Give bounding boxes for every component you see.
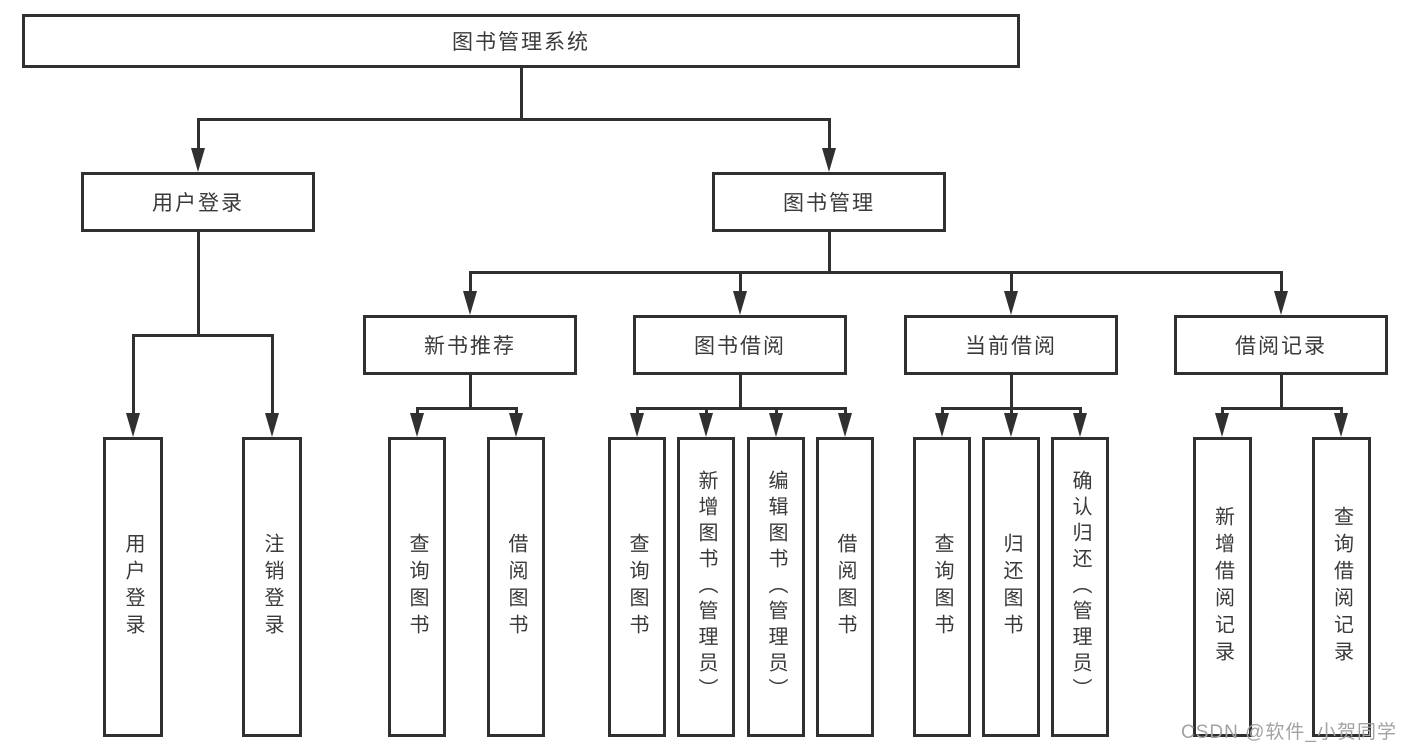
arrow-down-icon xyxy=(509,413,523,437)
connector-line xyxy=(469,375,472,407)
leaf-edit-books-admin: 编辑图书（管理员） xyxy=(747,437,805,737)
connector-line xyxy=(132,334,274,337)
connector-line xyxy=(1010,271,1013,293)
arrow-down-icon xyxy=(838,413,852,437)
connector-line xyxy=(197,232,200,334)
connector-line xyxy=(416,407,518,410)
arrow-down-icon xyxy=(733,291,747,315)
node-current-borrowing: 当前借阅 xyxy=(904,315,1118,375)
leaf-confirm-return-admin: 确认归还（管理员） xyxy=(1051,437,1109,737)
connector-line xyxy=(941,407,944,416)
node-new-book-recommend: 新书推荐 xyxy=(363,315,577,375)
arrow-down-icon xyxy=(822,148,836,172)
arrow-down-icon xyxy=(265,413,279,437)
connector-line xyxy=(1221,407,1224,416)
node-library-management-system: 图书管理系统 xyxy=(22,14,1020,68)
connector-line xyxy=(636,407,639,416)
connector-line xyxy=(775,407,778,416)
arrow-down-icon xyxy=(1334,413,1348,437)
connector-line xyxy=(515,407,518,416)
arrow-down-icon xyxy=(126,413,140,437)
node-user-login: 用户登录 xyxy=(81,172,315,232)
leaf-query-borrow-record: 查询借阅记录 xyxy=(1312,437,1371,737)
leaf-add-books-admin: 新增图书（管理员） xyxy=(677,437,735,737)
leaf-user-login: 用户登录 xyxy=(103,437,163,737)
connector-line xyxy=(271,334,274,416)
leaf-query-books-current: 查询图书 xyxy=(913,437,971,737)
leaf-return-books: 归还图书 xyxy=(982,437,1040,737)
connector-line xyxy=(132,334,135,416)
arrow-down-icon xyxy=(769,413,783,437)
arrow-down-icon xyxy=(410,413,424,437)
connector-line xyxy=(469,271,1282,274)
connector-line xyxy=(197,118,831,121)
arrow-down-icon xyxy=(191,148,205,172)
connector-line xyxy=(636,407,847,410)
arrow-down-icon xyxy=(1215,413,1229,437)
connector-line xyxy=(1221,407,1343,410)
connector-line xyxy=(1280,271,1283,293)
arrow-down-icon xyxy=(463,291,477,315)
connector-line xyxy=(739,375,742,407)
connector-line xyxy=(828,118,831,152)
connector-line xyxy=(844,407,847,416)
node-book-borrowing: 图书借阅 xyxy=(633,315,847,375)
arrow-down-icon xyxy=(630,413,644,437)
arrow-down-icon xyxy=(1073,413,1087,437)
connector-line xyxy=(739,271,742,293)
connector-line xyxy=(1340,407,1343,416)
leaf-borrow-books-recommend: 借阅图书 xyxy=(487,437,545,737)
leaf-add-borrow-record: 新增借阅记录 xyxy=(1193,437,1252,737)
connector-line xyxy=(828,232,831,271)
connector-line xyxy=(1280,375,1283,407)
node-borrowing-records: 借阅记录 xyxy=(1174,315,1388,375)
connector-line xyxy=(1010,407,1013,416)
leaf-logout: 注销登录 xyxy=(242,437,302,737)
connector-line xyxy=(416,407,419,416)
csdn-watermark: CSDN @软件_小贺同学 xyxy=(1181,722,1397,743)
arrow-down-icon xyxy=(1274,291,1288,315)
arrow-down-icon xyxy=(1004,291,1018,315)
connector-line xyxy=(197,118,200,152)
leaf-query-books-recommend: 查询图书 xyxy=(388,437,446,737)
leaf-borrow-books-borrowing: 借阅图书 xyxy=(816,437,874,737)
leaf-query-books-borrowing: 查询图书 xyxy=(608,437,666,737)
arrow-down-icon xyxy=(1004,413,1018,437)
connector-line xyxy=(469,271,472,293)
connector-line xyxy=(1079,407,1082,416)
connector-line xyxy=(1010,375,1013,407)
arrow-down-icon xyxy=(699,413,713,437)
arrow-down-icon xyxy=(935,413,949,437)
connector-line xyxy=(520,68,523,118)
node-book-management: 图书管理 xyxy=(712,172,946,232)
connector-line xyxy=(705,407,708,416)
